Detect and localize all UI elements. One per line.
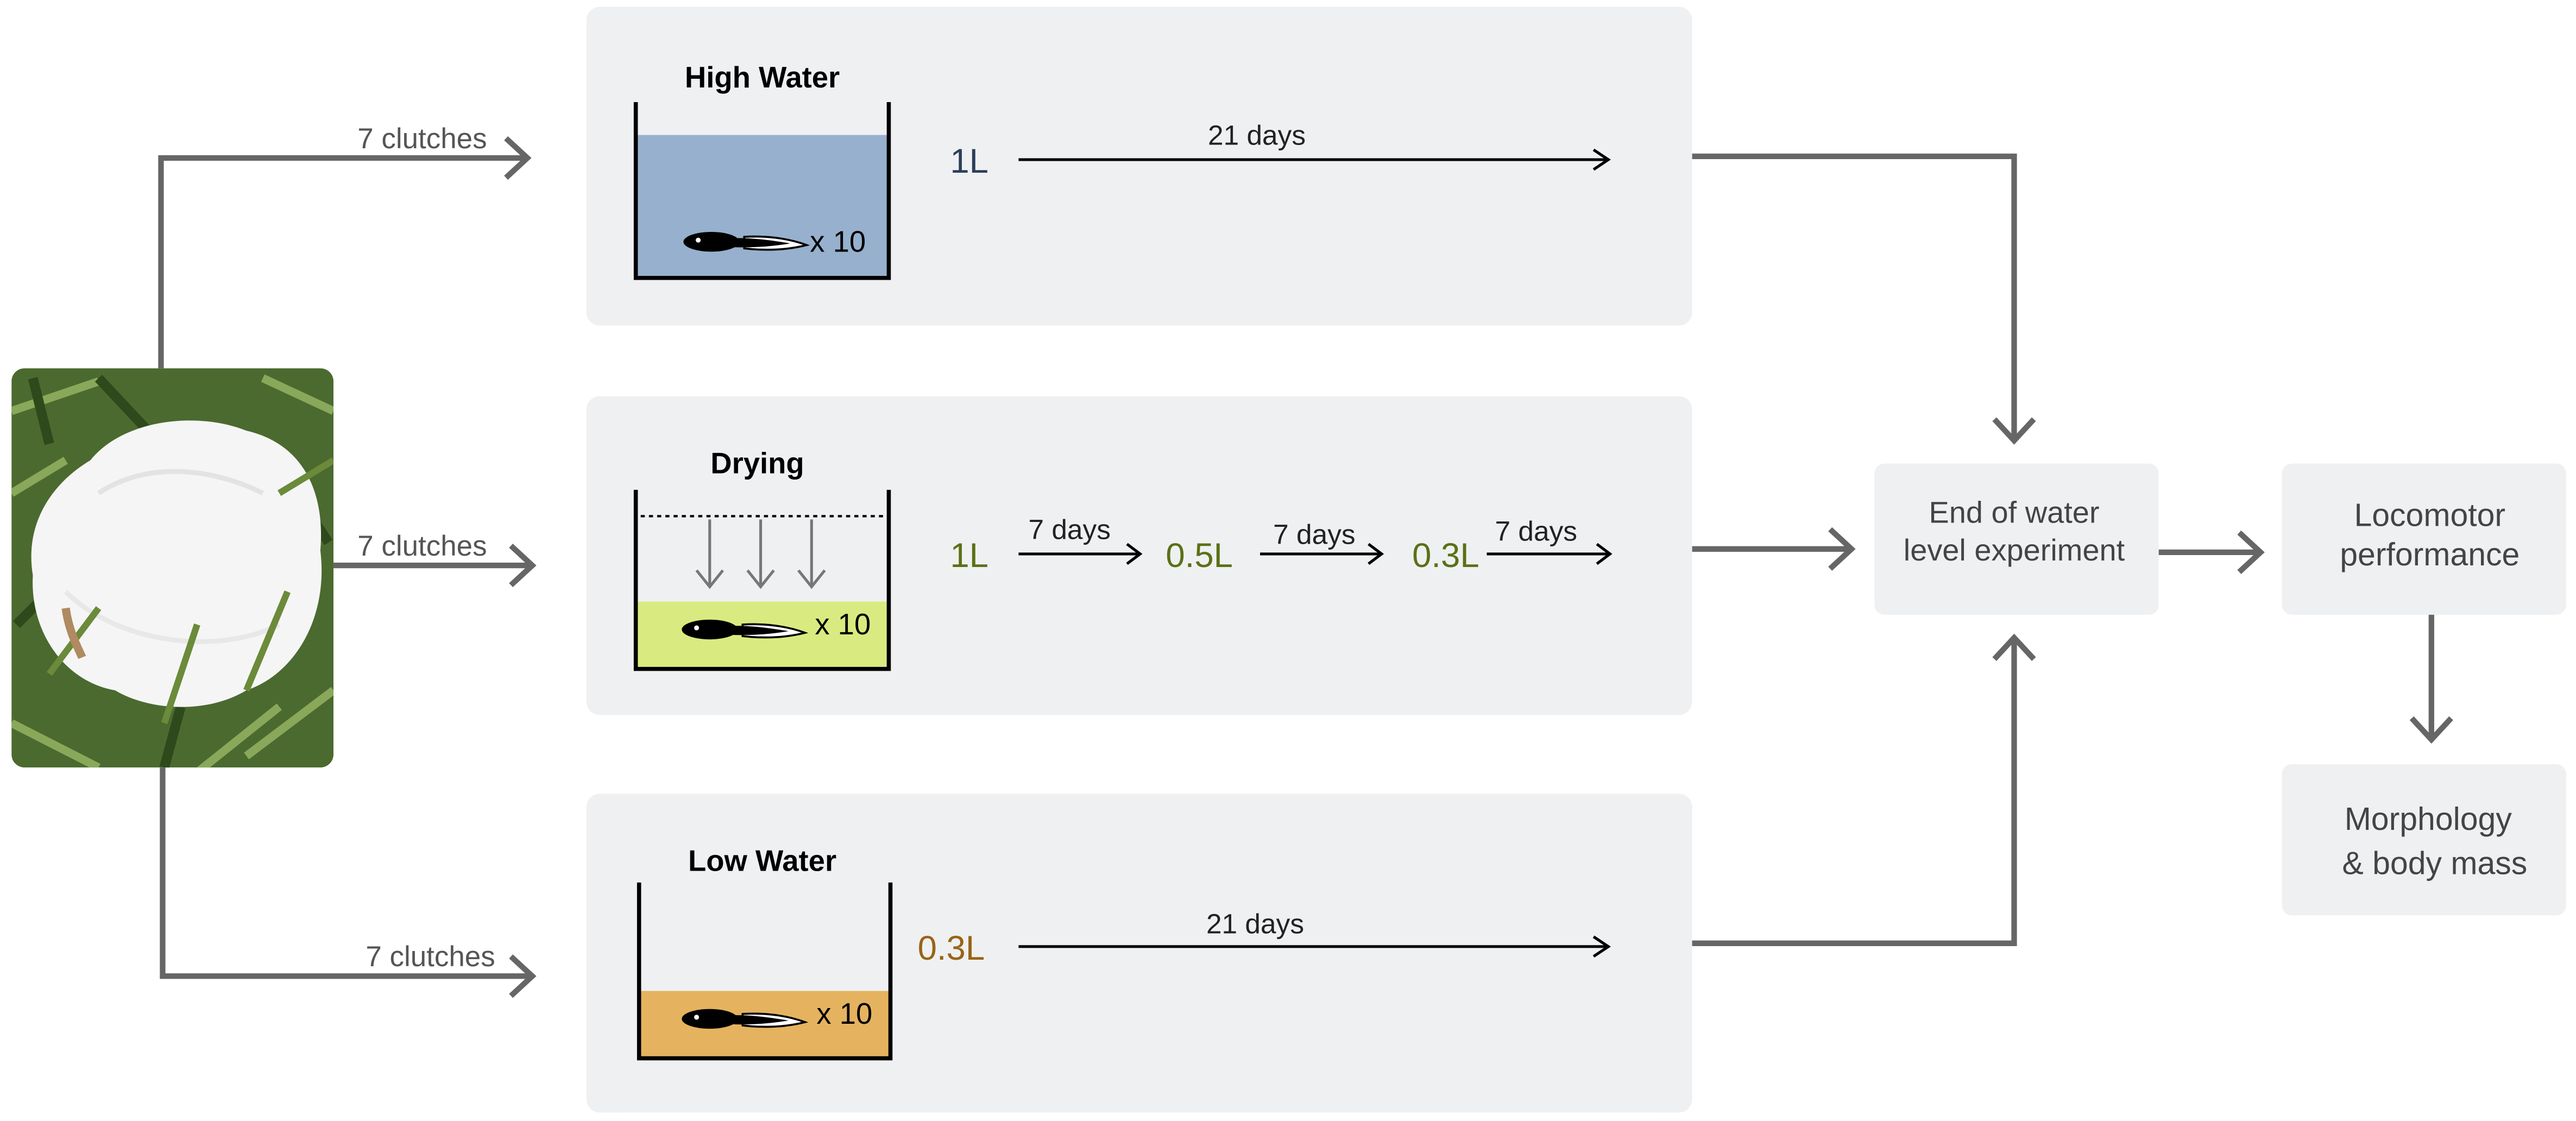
low-water-volume: 0.3L bbox=[918, 929, 985, 967]
drying-duration-2: 7 days bbox=[1273, 519, 1355, 550]
low-water-timeline-arrowhead bbox=[1592, 935, 1611, 958]
branch-connectors bbox=[158, 136, 537, 998]
high-water-title: High Water bbox=[685, 61, 840, 94]
drying-duration-3: 7 days bbox=[1495, 515, 1577, 547]
low-water-title: Low Water bbox=[688, 845, 836, 878]
foam-nest-photo bbox=[11, 368, 334, 768]
low-water-count: x 10 bbox=[816, 997, 872, 1030]
high-water-timeline-arrowhead bbox=[1592, 148, 1611, 171]
morphology-box bbox=[2282, 764, 2566, 916]
morphology-label-line1: Morphology bbox=[2345, 802, 2512, 837]
drying-tank bbox=[633, 489, 891, 671]
low-water-panel bbox=[586, 793, 1692, 1113]
high-water-duration: 21 days bbox=[1208, 119, 1306, 151]
drying-timeline-arrows bbox=[1018, 543, 1613, 565]
high-branch-label: 7 clutches bbox=[357, 123, 487, 155]
high-water-level bbox=[637, 135, 887, 278]
drying-volume-1: 1L bbox=[950, 536, 988, 575]
high-water-tank bbox=[633, 102, 891, 280]
locomotor-box bbox=[2282, 463, 2566, 615]
high-water-volume: 1L bbox=[950, 142, 988, 180]
locomotor-label-line1: Locomotor bbox=[2354, 497, 2505, 533]
low-water-tank bbox=[637, 882, 893, 1061]
output-connectors bbox=[1692, 153, 2453, 946]
drying-volume-3: 0.3L bbox=[1412, 536, 1479, 575]
evaporation-arrows bbox=[695, 519, 826, 589]
high-water-count: x 10 bbox=[810, 225, 866, 258]
low-water-duration: 21 days bbox=[1206, 908, 1304, 940]
morphology-label-line2: & body mass bbox=[2342, 846, 2527, 881]
drying-volume-2: 0.5L bbox=[1166, 536, 1233, 575]
low-branch-label: 7 clutches bbox=[366, 941, 495, 973]
drying-duration-1: 7 days bbox=[1028, 514, 1110, 545]
drying-branch-label: 7 clutches bbox=[357, 530, 487, 562]
drying-count: x 10 bbox=[815, 608, 871, 641]
end-of-experiment-label-line2: level experiment bbox=[1904, 533, 2125, 567]
end-of-experiment-box bbox=[1874, 463, 2159, 615]
locomotor-label-line2: performance bbox=[2340, 537, 2520, 572]
end-of-experiment-label-line1: End of water bbox=[1929, 495, 2099, 529]
drying-title: Drying bbox=[710, 447, 804, 480]
